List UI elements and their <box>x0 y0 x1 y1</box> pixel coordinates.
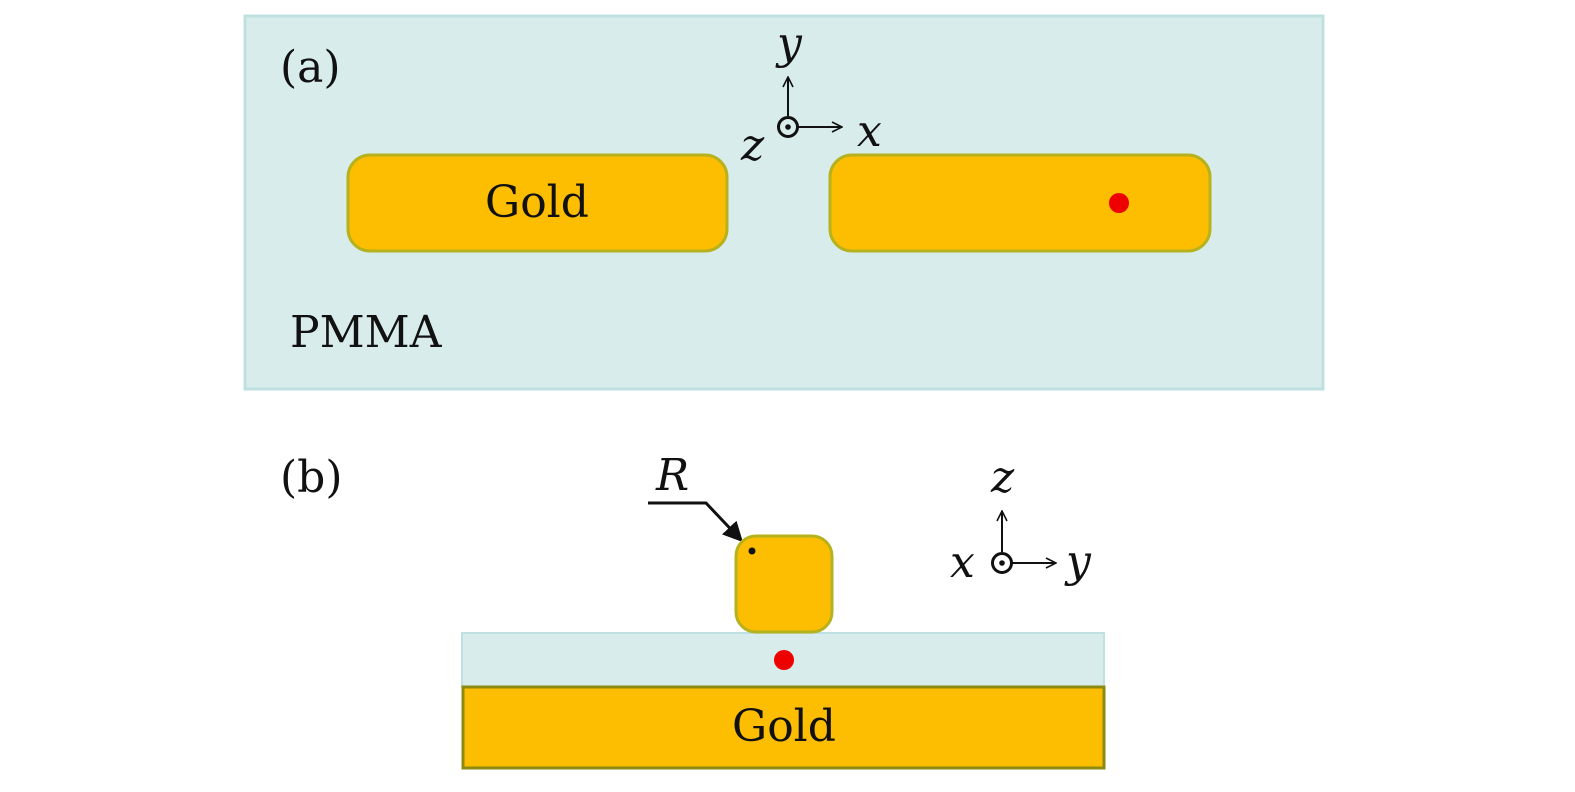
radius-pointer-origin <box>748 547 756 555</box>
pmma-label: PMMA <box>290 307 443 358</box>
z-axis-label: z <box>740 120 765 171</box>
panel-b-tag: (b) <box>280 452 343 503</box>
y-axis-label: y <box>775 18 803 69</box>
radius-pointer <box>648 501 743 543</box>
gold-nanobar-left-label: Gold <box>485 177 589 228</box>
out-of-plane-axis-dot <box>785 124 791 130</box>
axes-triad-a: y x z <box>740 18 882 171</box>
panel-a: (a) y x z Gold PMMA <box>243 14 1325 391</box>
out-of-plane-axis-dot-b <box>999 560 1005 566</box>
axes-triad-b: z y x <box>950 452 1092 588</box>
radius-label: R <box>655 450 689 501</box>
gold-nanobar-right <box>828 153 1212 253</box>
emitter-dot-b <box>774 650 794 670</box>
gold-nanobar-cross-section <box>734 534 834 634</box>
panel-b: (b) R Gold z y x <box>280 450 1106 770</box>
panel-a-tag: (a) <box>280 42 341 93</box>
x-axis-label-b: x <box>950 537 975 588</box>
out-of-plane-axis-symbol-b <box>991 552 1013 574</box>
z-axis-label-b: z <box>990 452 1015 503</box>
emitter-dot-a <box>1109 193 1129 213</box>
gold-substrate <box>461 685 1106 770</box>
gold-nanobar-left <box>346 153 729 253</box>
gold-substrate-label: Gold <box>732 701 836 752</box>
y-axis-label-b: y <box>1064 536 1092 587</box>
out-of-plane-axis-symbol <box>777 116 799 138</box>
x-axis-label: x <box>857 106 882 157</box>
